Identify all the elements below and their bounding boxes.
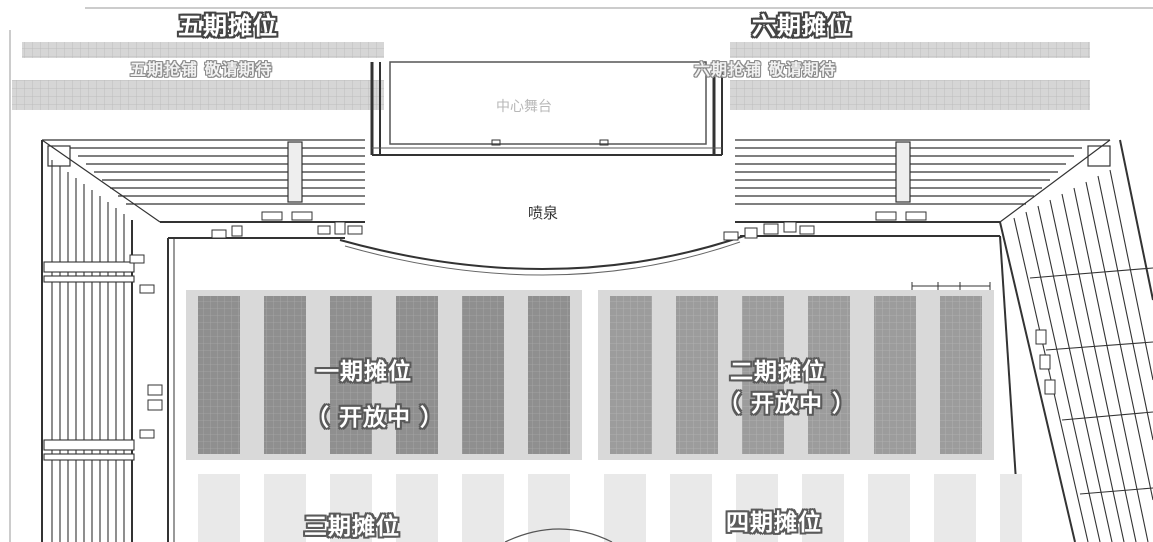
phase5-subtitle: 五期抢铺 敬请期待 xyxy=(130,60,273,79)
phase4-booth-area xyxy=(604,474,1022,542)
left-upper-bleachers xyxy=(41,139,365,223)
phase6-subtitle: 六期抢铺 敬请期待 xyxy=(694,60,837,79)
phase2-title: 二期摊位 xyxy=(730,359,826,385)
phase5-future-strips xyxy=(12,42,384,110)
phase3-booth-area xyxy=(198,474,570,542)
phase6-title: 六期摊位 xyxy=(752,12,852,40)
phase2-booth-area xyxy=(598,282,994,460)
stage-label: 中心舞台 xyxy=(496,99,552,115)
phase1-status: （ 开放中 ） xyxy=(306,405,445,431)
central-stage xyxy=(370,61,723,156)
right-bleachers xyxy=(999,139,1153,542)
phase1-title: 一期摊位 xyxy=(316,359,412,385)
right-upper-bleachers xyxy=(735,139,1111,223)
lower-arc xyxy=(504,528,613,542)
fountain-label: 喷泉 xyxy=(528,204,559,222)
phase3-title: 三期摊位 xyxy=(304,514,400,540)
equipment-clusters xyxy=(129,211,1056,439)
left-bleachers xyxy=(41,140,135,542)
fountain-edge xyxy=(339,235,745,271)
phase1-booth-area xyxy=(186,290,582,460)
phase6-future-strips xyxy=(730,42,1090,110)
phase5-title: 五期摊位 xyxy=(178,12,278,40)
phase4-title: 四期摊位 xyxy=(726,510,822,536)
phase2-status: （ 开放中 ） xyxy=(718,391,857,417)
